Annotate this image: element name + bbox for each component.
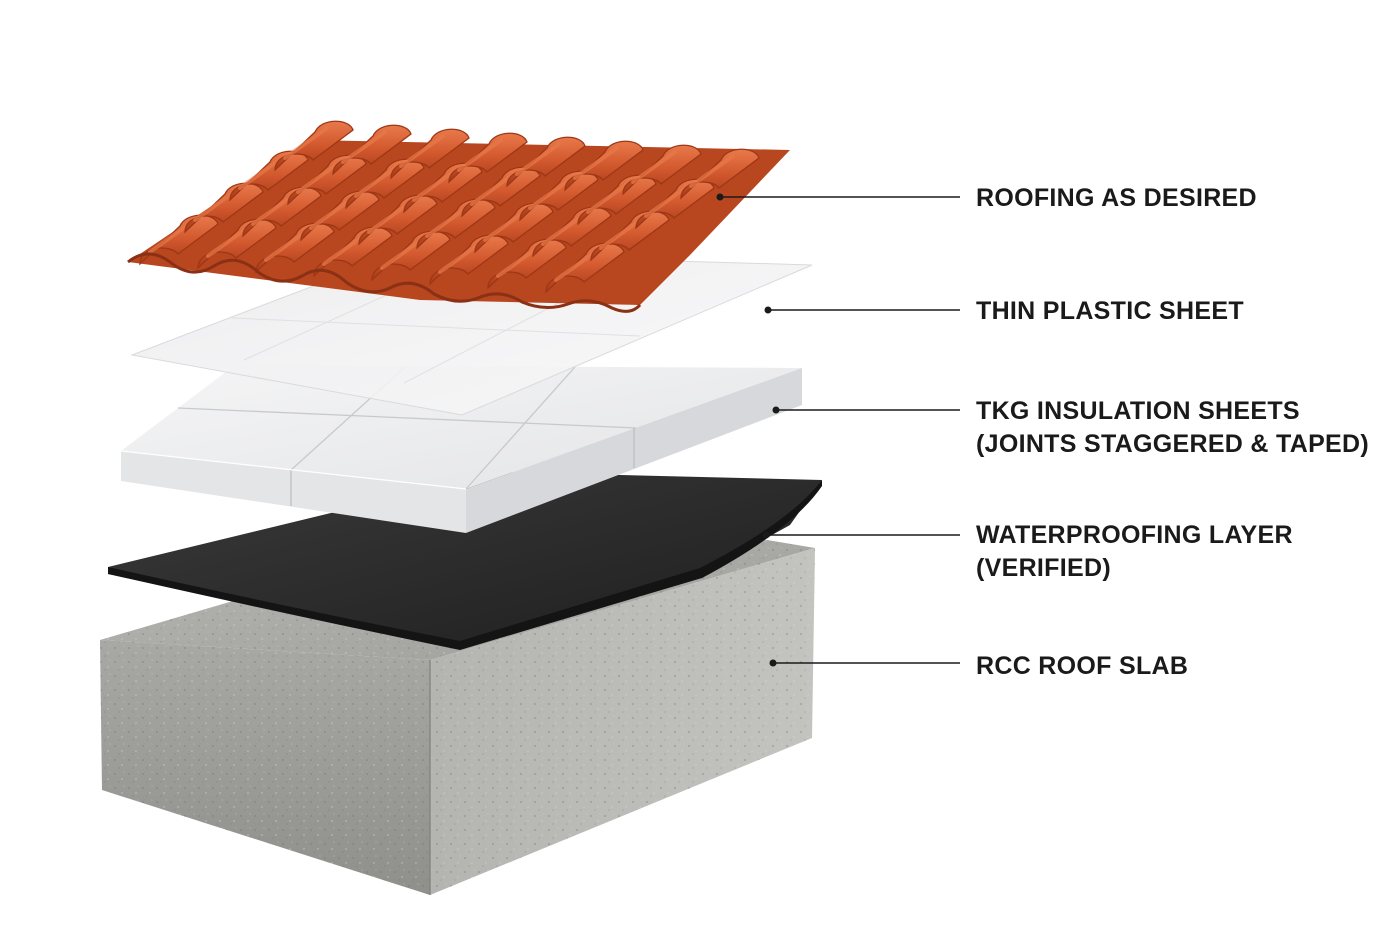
roof-tile-highlight: [541, 212, 587, 246]
label-insulation-line-2: (JOINTS STAGGERED & TAPED): [976, 430, 1369, 458]
roof-tile-highlight: [631, 150, 677, 184]
roof-tile-highlight: [573, 146, 619, 180]
roof-tile-highlight: [367, 200, 413, 234]
roof-tile-highlight: [644, 184, 690, 218]
label-roofing: ROOFING AS DESIRED: [716, 184, 1257, 212]
roof-tile-highlight: [341, 130, 387, 164]
label-roofing-line-1: ROOFING AS DESIRED: [976, 184, 1257, 212]
roof-tile-highlight: [425, 204, 471, 238]
svg-text:WATERPROOFING LAYER: WATERPROOFING LAYER: [976, 521, 1293, 549]
roof-tile-highlight: [309, 196, 355, 230]
roof-tile-highlight: [483, 208, 529, 242]
roof-tile-highlight: [689, 154, 735, 188]
roof-tile-highlight: [322, 232, 368, 266]
label-slab-line-1: RCC ROOF SLAB: [976, 652, 1188, 680]
label-waterproofing: WATERPROOFING LAYER (VERIFIED): [762, 521, 1293, 582]
roof-tile-highlight: [496, 244, 542, 278]
roof-tile-highlight: [528, 176, 574, 210]
roof-tile-highlight: [554, 248, 600, 282]
label-plastic: THIN PLASTIC SHEET: [764, 297, 1244, 325]
roof-tile-highlight: [206, 224, 252, 258]
roof-tile-highlight: [438, 240, 484, 274]
roof-tile-highlight: [599, 216, 645, 250]
roof-tile-highlight: [380, 236, 426, 270]
label-insulation-line-1: TKG INSULATION SHEETS: [976, 397, 1300, 425]
roof-tile-highlight: [264, 228, 310, 262]
insulation-sheets: [120, 365, 802, 533]
roof-tile-highlight: [586, 180, 632, 214]
label-waterproofing-line-1: WATERPROOFING LAYER: [976, 521, 1293, 549]
roof-tile-highlight: [251, 192, 297, 226]
svg-text:(JOINTS STAGGERED & TAPED): (JOINTS STAGGERED & TAPED): [976, 430, 1369, 458]
roof-tiles: [127, 120, 790, 313]
roof-tile-highlight: [148, 220, 194, 254]
roof-tile-highlight: [470, 172, 516, 206]
roof-tile-highlight: [515, 142, 561, 176]
label-insulation: TKG INSULATION SHEETS (JOINTS STAGGERED …: [772, 397, 1369, 458]
roof-tile-highlight: [296, 160, 342, 194]
roof-tile-highlight: [193, 188, 239, 222]
svg-text:ROOFING AS DESIRED: ROOFING AS DESIRED: [976, 184, 1257, 212]
svg-text:THIN PLASTIC SHEET: THIN PLASTIC SHEET: [976, 297, 1244, 325]
roof-tile-highlight: [412, 168, 458, 202]
roof-tile-highlight: [238, 156, 284, 190]
svg-text:(VERIFIED): (VERIFIED): [976, 554, 1111, 582]
roof-tile-highlight: [399, 134, 445, 168]
label-plastic-line-1: THIN PLASTIC SHEET: [976, 297, 1244, 325]
svg-text:RCC ROOF SLAB: RCC ROOF SLAB: [976, 652, 1188, 680]
label-waterproofing-line-2: (VERIFIED): [976, 554, 1111, 582]
svg-text:TKG INSULATION SHEETS: TKG INSULATION SHEETS: [976, 397, 1300, 425]
roof-tile-highlight: [354, 164, 400, 198]
roof-tile-highlight: [457, 138, 503, 172]
roof-tile-highlight: [283, 126, 329, 160]
waterproofing-membrane: [108, 472, 822, 650]
label-slab: RCC ROOF SLAB: [769, 652, 1188, 680]
